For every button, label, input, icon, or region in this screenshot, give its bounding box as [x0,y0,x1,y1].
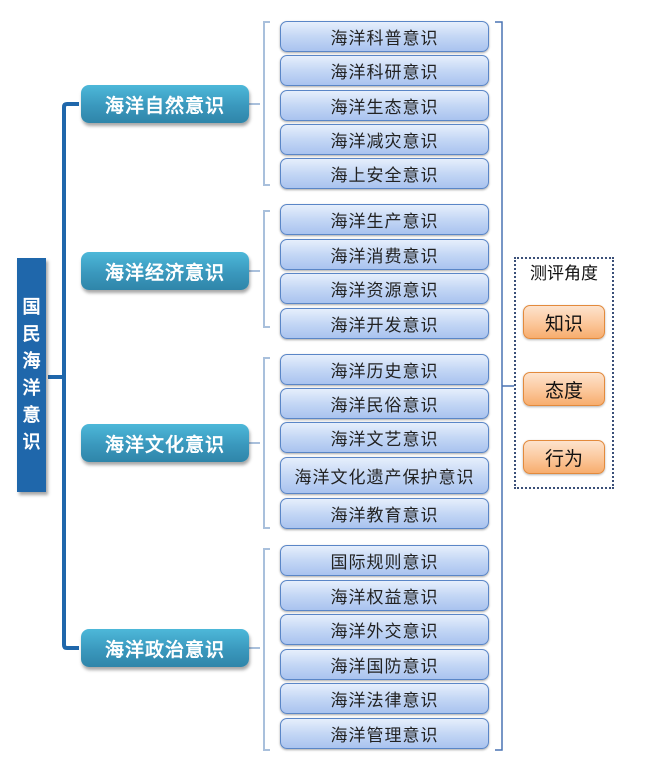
item-node: 海洋国防意识 [280,649,489,680]
item-node: 海洋民俗意识 [280,388,489,419]
item-node: 海洋生产意识 [280,204,489,235]
item-node: 海洋消费意识 [280,239,489,270]
group-bracket-line [263,548,270,751]
item-node: 海洋法律意识 [280,683,489,714]
item-node: 国际规则意识 [280,545,489,576]
item-node: 海洋减灾意识 [280,124,489,155]
group-bracket-line [263,357,270,529]
root-char: 国 [22,297,41,318]
evaluation-title: 测评角度 [530,264,598,284]
item-node: 海洋教育意识 [280,498,489,529]
item-node: 海洋管理意识 [280,718,489,749]
item-node: 海洋文艺意识 [280,422,489,453]
root-char: 意 [22,405,41,426]
item-node: 海洋文化遗产保护意识 [280,457,489,494]
root-char: 海 [22,351,41,372]
right-bracket-line [495,21,503,751]
evaluation-item-attitude: 态度 [523,372,605,406]
evaluation-item-behavior: 行为 [523,440,605,474]
root-char: 识 [22,432,41,453]
item-node: 海洋开发意识 [280,308,489,339]
item-node: 海洋外交意识 [280,614,489,645]
item-node: 海上安全意识 [280,158,489,189]
group-bracket-line [263,21,270,186]
item-node: 海洋权益意识 [280,580,489,611]
item-node: 海洋历史意识 [280,354,489,385]
root-char: 民 [22,324,41,345]
item-node: 海洋科普意识 [280,21,489,52]
main-bracket-line [62,102,79,650]
category-political: 海洋政治意识 [81,629,249,667]
category-economic: 海洋经济意识 [81,252,249,290]
root-node: 国 民 海 洋 意 识 [17,258,46,492]
evaluation-item-knowledge: 知识 [523,305,605,339]
item-node: 海洋资源意识 [280,273,489,304]
category-cultural: 海洋文化意识 [81,424,249,462]
category-natural: 海洋自然意识 [81,85,249,123]
group-bracket-line [263,210,270,328]
root-char: 洋 [22,378,41,399]
evaluation-panel [514,257,614,489]
item-node: 海洋科研意识 [280,55,489,86]
item-node: 海洋生态意识 [280,90,489,121]
